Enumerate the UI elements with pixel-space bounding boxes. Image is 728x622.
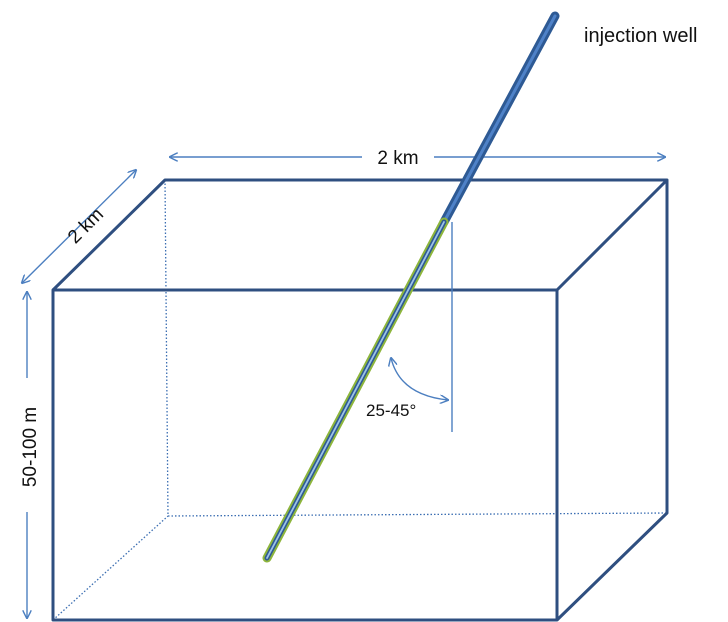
depth-arrow [22,170,136,283]
box-right-edges [555,180,669,622]
angle-indicator [391,222,453,432]
angle-arc [391,358,448,400]
dimension-lines [22,157,665,618]
hidden-edges [52,179,668,621]
angle-label: 25-45° [366,401,416,420]
width-label: 2 km [377,148,418,169]
hidden-edge-bottom-left [52,515,169,621]
box-front-face [51,288,559,622]
thickness-label: 50-100 m [20,407,41,487]
injection-well [439,11,560,227]
well-screen-section [262,217,449,563]
hidden-edge-bottom-back [167,512,668,517]
hidden-edge-vertical [164,179,169,517]
reservoir-box [51,178,669,622]
injection-well-label: injection well [584,25,697,47]
box-top-back-edges [51,178,669,292]
